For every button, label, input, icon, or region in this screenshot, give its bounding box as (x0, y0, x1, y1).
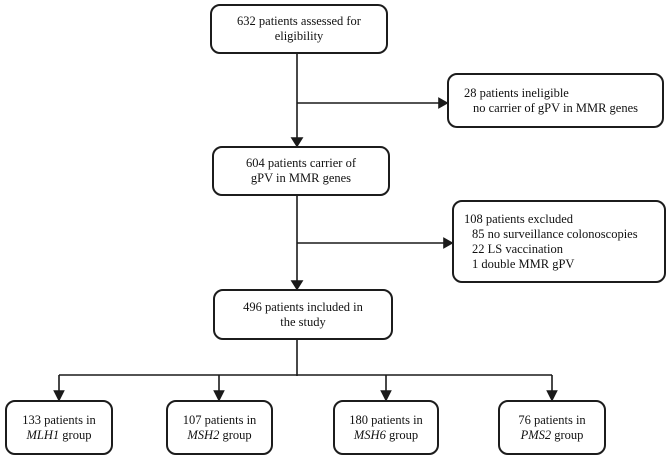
box-text-line: MSH6 group (354, 428, 418, 443)
group-suffix: group (219, 427, 252, 442)
flow-box-msh6-group: 180 patients in MSH6 group (333, 400, 439, 455)
arrowhead-down-msh6 (380, 390, 392, 402)
group-suffix: group (385, 427, 419, 442)
box-text-line: 85 no surveillance colonoscopies (472, 226, 638, 241)
group-suffix: group (59, 427, 92, 442)
box-text-line: 632 patients assessed for (237, 14, 361, 28)
box-text-line: 496 patients included in (243, 299, 363, 314)
box-text-line: 604 patients carrier of (245, 156, 357, 170)
flow-box-mlh1-group: 133 patients in MLH1 group (5, 400, 113, 455)
box-text-line: 107 patients in (182, 412, 257, 427)
gene-name: MSH2 (187, 427, 220, 442)
box-text-line: PMS2 group (521, 428, 584, 443)
gene-name: PMS2 (520, 427, 552, 442)
box-text-line: 108 patients excluded (464, 211, 573, 226)
arrowhead-right-excluded (443, 237, 454, 249)
box-text-line: 22 LS vaccination (472, 241, 563, 256)
gene-name: MSH6 (353, 427, 386, 442)
box-text-line: no carrier of gPV in MMR genes (473, 100, 639, 115)
flow-box-carrier: 604 patients carrier of gPV in MMR genes (212, 146, 390, 196)
box-text-line: the study (280, 314, 326, 329)
flow-box-included: 496 patients included in the study (213, 289, 393, 340)
arrowhead-down-pms2 (546, 390, 558, 402)
box-text-line: eligibility (274, 29, 324, 43)
arrowhead-right-ineligible (438, 97, 449, 109)
box-text-line: gPV in MMR genes (250, 171, 352, 185)
gene-name: MLH1 (26, 427, 60, 442)
group-suffix: group (551, 427, 584, 442)
flow-box-eligibility: 632 patients assessed for eligibility (210, 4, 388, 54)
box-text-line: 28 patients ineligible (464, 85, 569, 100)
box-text-line: 133 patients in (22, 412, 96, 427)
flow-box-excluded: 108 patients excluded 85 no surveillance… (452, 200, 666, 283)
box-text-line: 1 double MMR gPV (472, 256, 575, 271)
arrowhead-down-included (290, 280, 304, 291)
box-text-line: 180 patients in (349, 412, 423, 427)
arrowhead-down-msh2 (213, 390, 225, 402)
arrowhead-down-carrier (290, 137, 304, 148)
flow-box-msh2-group: 107 patients in MSH2 group (166, 400, 273, 455)
flow-box-pms2-group: 76 patients in PMS2 group (498, 400, 606, 455)
box-text-line: 76 patients in (518, 412, 586, 427)
flow-box-ineligible: 28 patients ineligible no carrier of gPV… (447, 73, 664, 128)
box-text-line: MLH1 group (27, 428, 92, 443)
arrowhead-down-mlh1 (53, 390, 65, 402)
box-text-line: MSH2 group (187, 428, 251, 443)
